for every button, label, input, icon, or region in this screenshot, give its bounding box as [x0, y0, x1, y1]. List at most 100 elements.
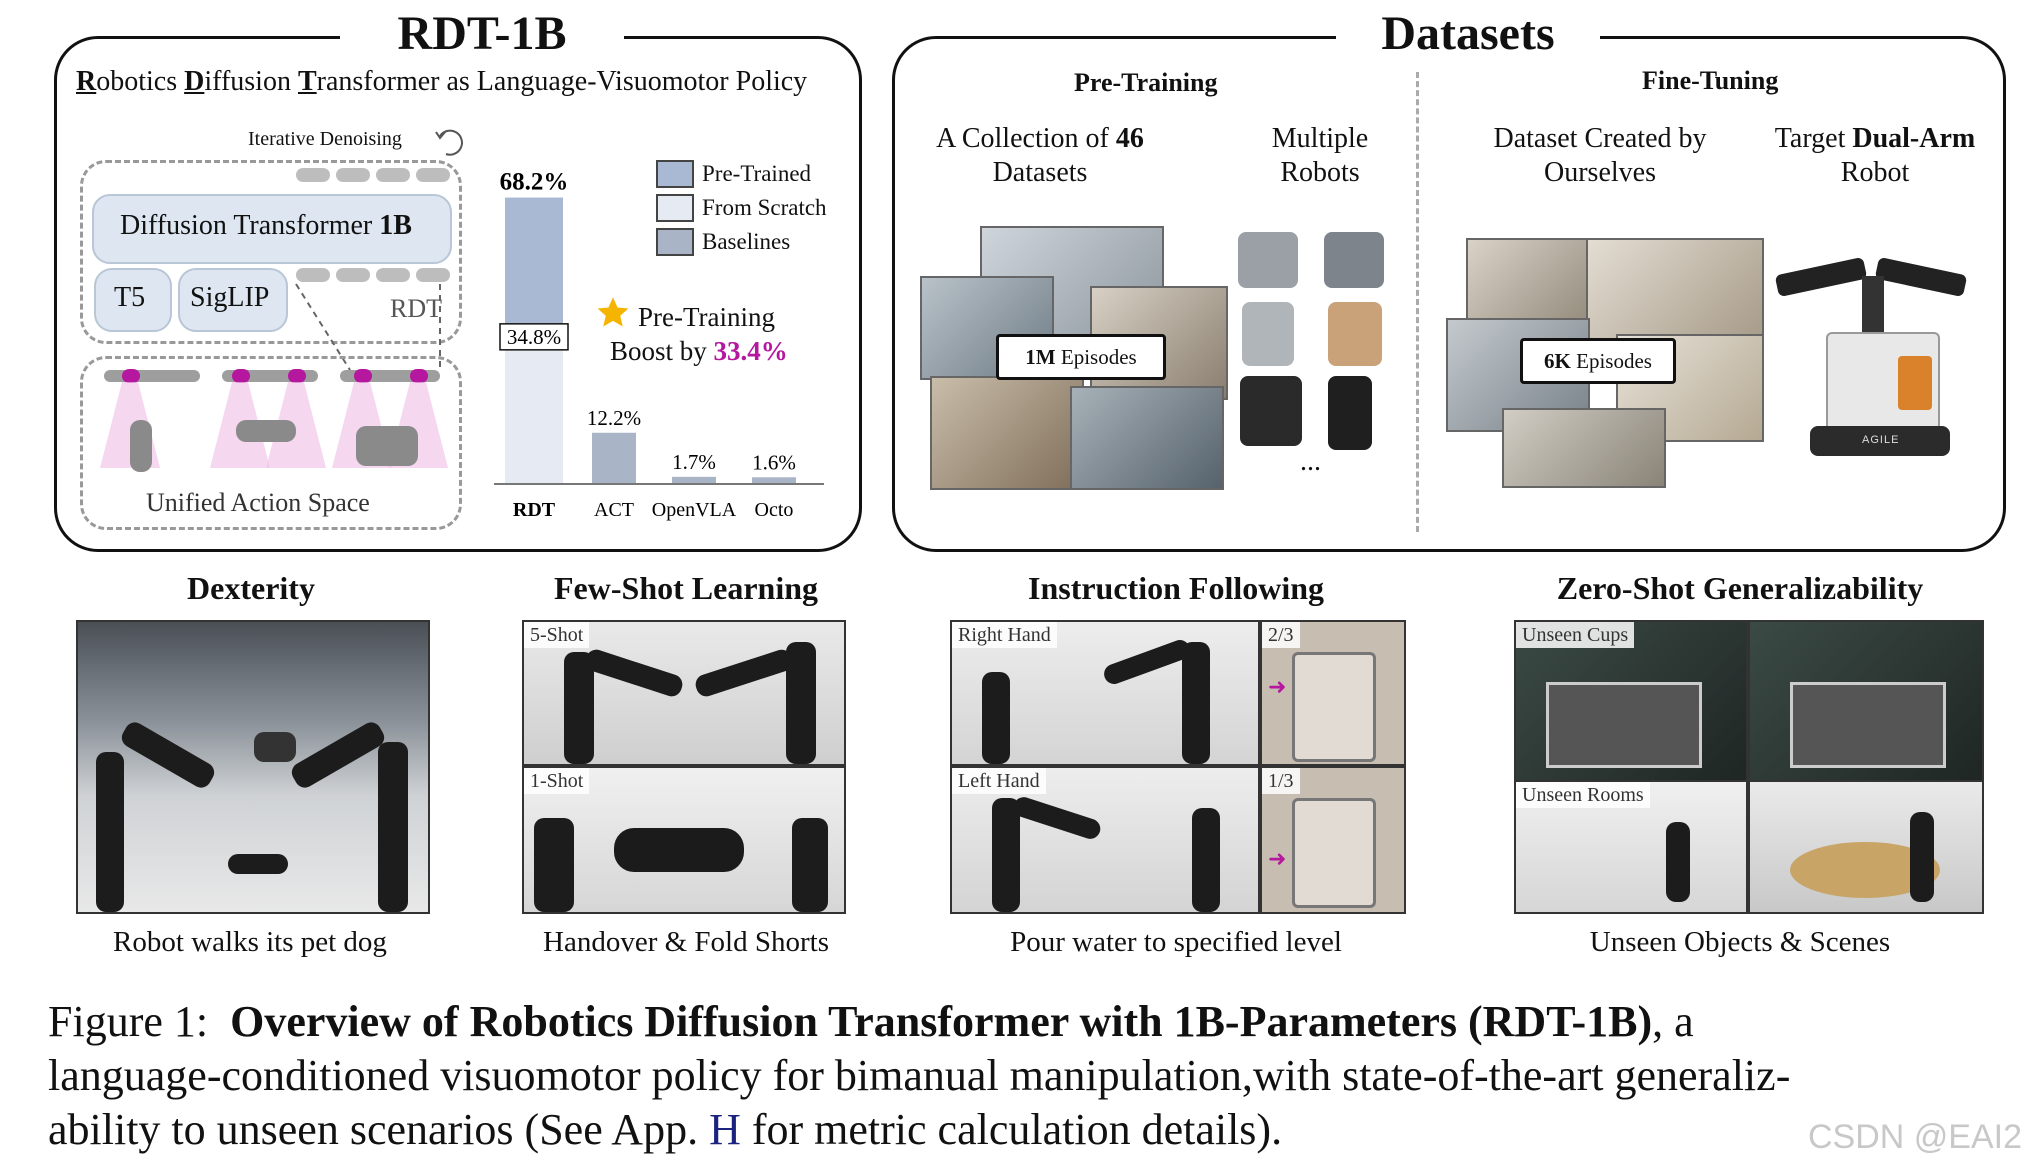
episodes-6k-count: 6K [1544, 349, 1571, 373]
robot-arm [1011, 794, 1103, 842]
unified-action-space-label: Unified Action Space [146, 488, 370, 517]
robot-thumbnail [1242, 302, 1294, 366]
value-label: 1.6% [752, 450, 796, 474]
episodes-1m-count: 1M [1025, 345, 1056, 369]
target-line-2: Robot [1840, 157, 1910, 188]
legend-label: From Scratch [702, 195, 827, 220]
collection-line-2: Datasets [992, 157, 1088, 188]
boost-prefix: Boost by [610, 336, 714, 366]
robot-arm-left [1774, 256, 1868, 298]
robot-panel [1898, 356, 1932, 410]
input-token [416, 268, 450, 282]
architecture-box [80, 160, 462, 344]
episodes-1m-badge: 1M Episodes [996, 334, 1166, 380]
pitcher [1292, 798, 1376, 908]
robot-arm [992, 798, 1020, 912]
zero-shot-photo-rooms-2 [1748, 780, 1984, 914]
diffusion-transformer-text: Diffusion Transformer [120, 210, 380, 241]
t5-label: T5 [114, 282, 146, 313]
pretraining-header: Pre-Training [1074, 68, 1218, 97]
collection-label: A Collection of 46 Datasets [920, 122, 1160, 190]
appendix-link[interactable]: H [709, 1105, 741, 1154]
siglip-label: SigLIP [190, 282, 270, 313]
collection-line-1: A Collection of 46 [920, 122, 1160, 156]
robot-thumbnail [1324, 232, 1384, 288]
boost-line-1: Pre-Training [638, 302, 776, 332]
value-label-box [499, 323, 569, 351]
robot-arm [534, 818, 574, 912]
rdt-block-label: RDT [390, 294, 442, 323]
robot-column [1862, 276, 1884, 336]
value-label: 34.8% [507, 325, 561, 349]
shot-tag: 1-Shot [524, 768, 590, 794]
finetuning-header: Fine-Tuning [1642, 66, 1779, 95]
caption-zero-shot: Unseen Objects & Scenes [1589, 926, 1891, 958]
caption-line3-pre: ability to unseen scenarios (See App. [48, 1105, 710, 1154]
legend-label: Baselines [702, 229, 791, 254]
action-slot [288, 369, 306, 383]
action-slot [232, 369, 250, 383]
pretraining-collage: 1M Episodes [920, 226, 1228, 496]
collage-photo [1586, 238, 1764, 342]
multiple-robots-label: Multiple Robots [1240, 122, 1400, 190]
robot-arm [1910, 812, 1934, 902]
subtitle-part: ransformer as Language-Visuomotor Policy [316, 66, 808, 97]
caption-instruction-following: Pour water to specified level [1010, 926, 1342, 958]
episodes-6k-text: Episodes [1570, 349, 1652, 373]
robot-base [1810, 426, 1950, 456]
caption-line3-post: for metric calculation details). [740, 1105, 1283, 1154]
section-title-zero-shot: Zero-Shot Generalizability [1556, 570, 1924, 606]
input-token [376, 268, 410, 282]
robot-arm-right [378, 742, 408, 912]
unified-action-space-box [80, 356, 462, 530]
caption-few-shot: Handover & Fold Shorts [543, 926, 829, 958]
robot-thumbnail [1240, 376, 1302, 446]
robot-arm [1101, 637, 1193, 687]
target-robot-label: Target Dual-Arm Robot [1760, 122, 1990, 190]
robot-dog [254, 732, 296, 762]
bar-baseline [592, 432, 636, 484]
collection-prefix: A Collection of [936, 123, 1116, 154]
output-token [336, 168, 370, 182]
category-label: RDT [513, 499, 556, 521]
value-label: 1.7% [672, 450, 716, 474]
collage-photo [930, 376, 1084, 490]
few-shot-photo-1: 1-Shot [522, 766, 846, 914]
hand-tag: Left Hand [952, 768, 1046, 794]
sink [1790, 682, 1946, 768]
robot-arm [1666, 822, 1690, 902]
siglip-encoder-block [178, 268, 288, 332]
legend-swatch [656, 160, 694, 188]
subtitle-part: obotics [96, 66, 185, 97]
robot-arm [1192, 808, 1220, 912]
robot-arm [982, 672, 1010, 764]
robot-thumbnail [1328, 302, 1382, 366]
level-arrow-icon: ➜ [1268, 846, 1287, 871]
section-title-few-shot: Few-Shot Learning [554, 570, 818, 606]
projection-lines [295, 283, 441, 371]
subtitle-letter-t: T [297, 66, 317, 97]
legend-swatch [656, 228, 694, 256]
collage-photo [1502, 408, 1666, 488]
multiple-line-2: Robots [1280, 157, 1360, 188]
finetuning-collage: 6K Episodes [1446, 238, 1764, 488]
level-tag: 2/3 [1262, 622, 1300, 648]
diffusion-transformer-block [92, 194, 452, 264]
caption-dexterity: Robot walks its pet dog [113, 926, 387, 958]
star-icon [597, 297, 629, 327]
category-label: OpenVLA [652, 499, 737, 521]
created-by-ourselves-label: Dataset Created by Ourselves [1470, 122, 1730, 190]
dexterity-photo [76, 620, 430, 914]
hand-tag: Right Hand [952, 622, 1057, 648]
value-label: 68.2% [500, 169, 569, 196]
legend-item-from-scratch: From Scratch [656, 194, 827, 222]
collage-photo [1466, 238, 1600, 332]
multiple-robots-grid: ... [1228, 226, 1408, 477]
robot-arm-left [96, 752, 124, 912]
target-bold: Dual-Arm [1852, 123, 1976, 154]
shorts-fabric [614, 828, 744, 872]
watermark: CSDN @EAI2 [1808, 1118, 2023, 1156]
bar-baseline [672, 476, 716, 484]
t5-encoder-block [94, 268, 172, 332]
